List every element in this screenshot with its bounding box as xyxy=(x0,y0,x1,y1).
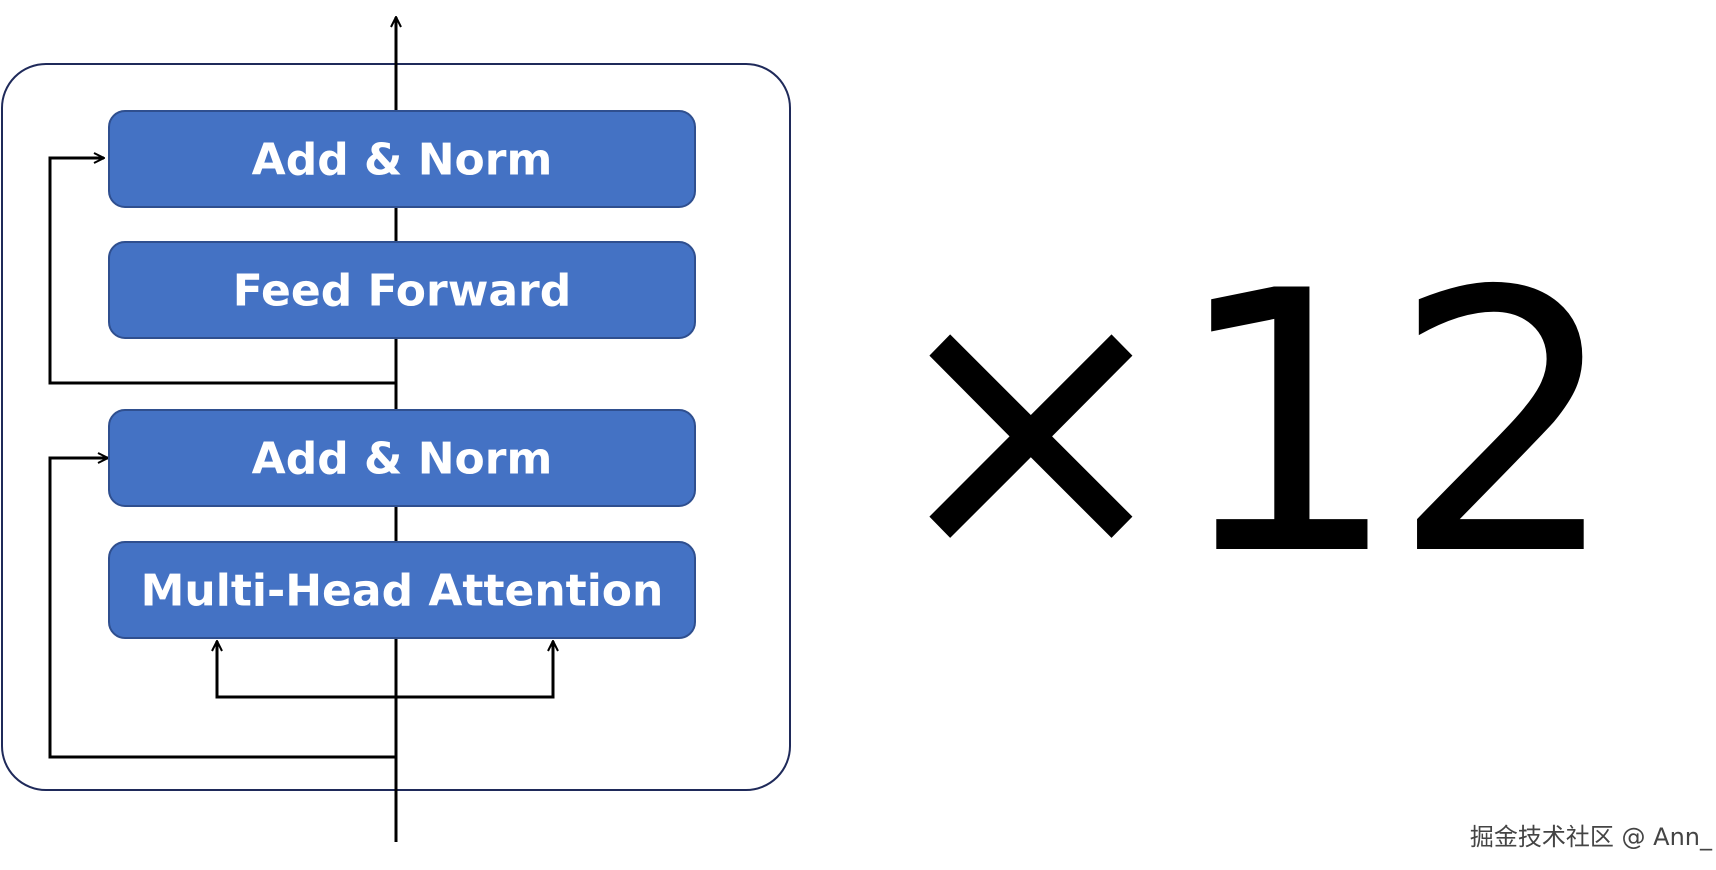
multi-head-attention-label: Multi-Head Attention xyxy=(141,566,664,617)
add-norm-top-label: Add & Norm xyxy=(252,135,553,186)
watermark-text: 掘金技术社区 @ Ann_ xyxy=(1469,823,1712,851)
feed-forward-block: Feed Forward xyxy=(108,241,696,339)
repeat-count-label: ×12 xyxy=(880,215,1620,634)
attention-input-branch-left xyxy=(217,641,396,699)
feed-forward-label: Feed Forward xyxy=(233,266,572,317)
multi-head-attention-block: Multi-Head Attention xyxy=(108,541,696,639)
attention-input-branch-right xyxy=(396,641,553,699)
add-norm-block-top: Add & Norm xyxy=(108,110,696,208)
add-norm-bottom-label: Add & Norm xyxy=(252,434,553,485)
add-norm-block-bottom: Add & Norm xyxy=(108,409,696,507)
residual-connection-feed-forward xyxy=(48,158,396,385)
residual-connection-attention xyxy=(48,458,396,759)
